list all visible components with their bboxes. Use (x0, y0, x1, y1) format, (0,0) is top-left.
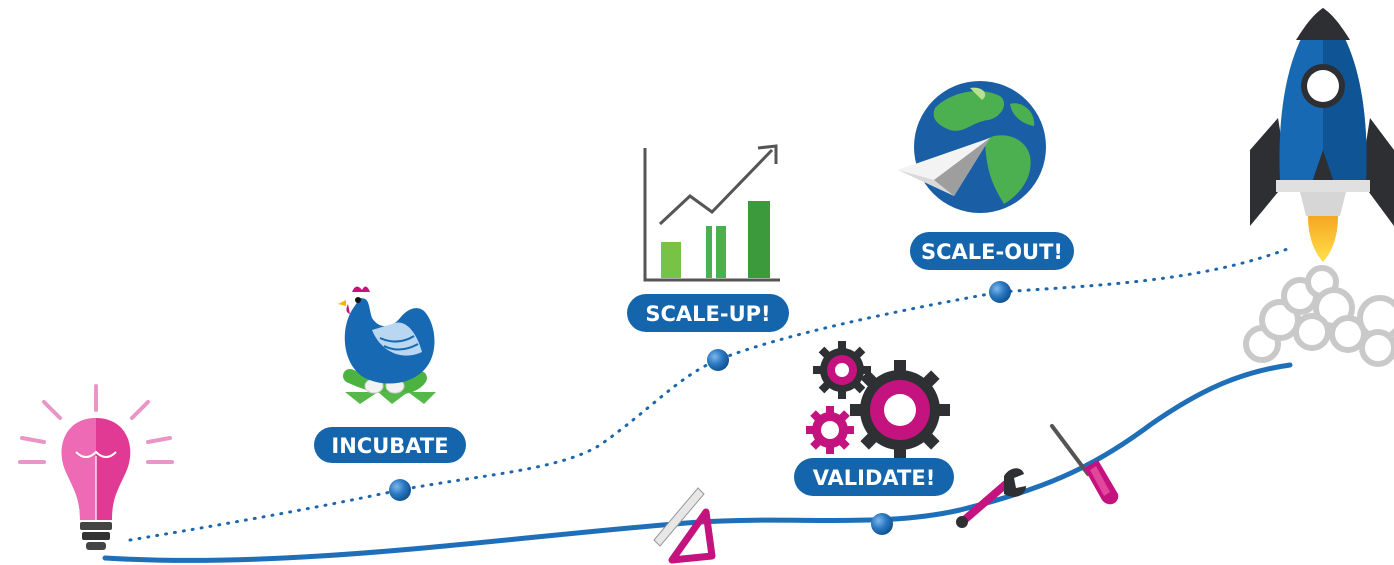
scale-up-label: SCALE-UP! (627, 294, 789, 332)
gears-icon (806, 341, 950, 460)
growth-chart-icon (643, 144, 780, 282)
validate-node (871, 513, 893, 535)
scale-up-node (707, 349, 729, 371)
scale-up-label-text: SCALE-UP! (645, 302, 770, 326)
scale-out-label: SCALE-OUT! (910, 232, 1074, 270)
scale-out-label-text: SCALE-OUT! (921, 240, 1063, 264)
dotted-journey-curve (128, 246, 1292, 542)
incubate-label: INCUBATE (314, 427, 466, 463)
wrench-icon (956, 468, 1026, 528)
solid-journey-curve (102, 362, 1293, 563)
globe-icon (898, 81, 1046, 213)
validate-label-text: VALIDATE! (813, 466, 936, 490)
incubate-label-text: INCUBATE (331, 434, 448, 458)
hen-icon (338, 286, 436, 404)
lightbulb-icon (18, 384, 174, 550)
scale-out-node (989, 281, 1011, 303)
smoke-cloud-icon (1243, 265, 1394, 367)
incubate-node (389, 479, 411, 501)
paper-plane-icon (898, 138, 990, 196)
rocket-icon (1250, 8, 1394, 262)
set-square-icon (653, 487, 716, 564)
screwdriver-icon (1050, 424, 1119, 505)
validate-label: VALIDATE! (794, 458, 954, 496)
